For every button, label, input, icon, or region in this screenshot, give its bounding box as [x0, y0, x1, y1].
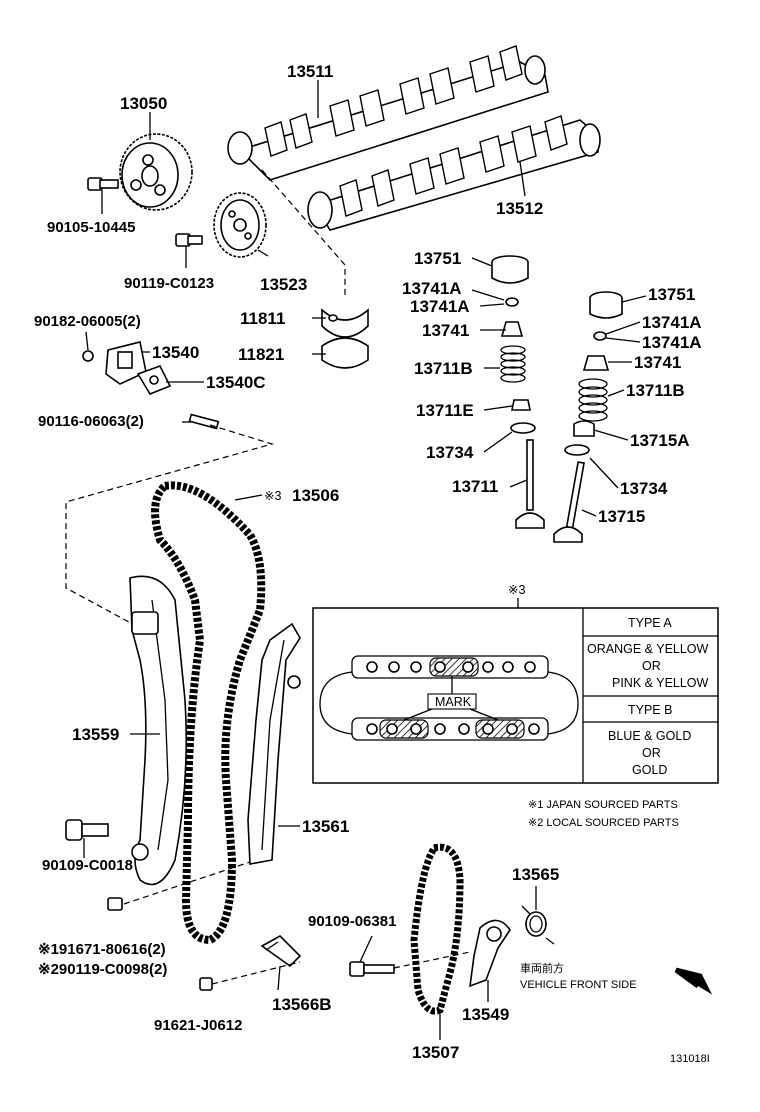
label-13734-right: 13734: [620, 479, 668, 498]
vehicle-front-label-jp: 車両前方: [520, 961, 564, 975]
label-13751-left: 13751: [414, 249, 461, 268]
camshaft-13512: [307, 115, 601, 231]
label-13711: 13711: [452, 477, 498, 496]
type-a-line3: PINK & YELLOW: [612, 676, 709, 690]
label-13506: 13506: [292, 486, 339, 505]
label-13540c: 13540C: [206, 373, 266, 392]
type-a-header: TYPE A: [628, 616, 672, 630]
type-b-line1: BLUE & GOLD: [608, 729, 691, 743]
label-13741a-right-1: 13741A: [642, 313, 702, 332]
label-13741a-right-2: 13741A: [642, 333, 702, 352]
type-b-line2: OR: [642, 746, 661, 760]
label-13715: 13715: [598, 507, 645, 526]
chain-upper-links: [351, 655, 549, 679]
bearing-11811: [321, 308, 369, 338]
label-13512: 13512: [496, 199, 543, 218]
label-91671-80616: ※191671-80616(2): [38, 941, 166, 958]
vehicle-front-arrow-icon: [674, 967, 713, 995]
bolt-90109-06381: [349, 961, 395, 977]
leader-lines: [83, 80, 647, 1040]
label-13741a-left-1: 13741A: [402, 279, 462, 298]
ref-line-camshaft: [261, 169, 346, 298]
label-13711e: 13711E: [416, 401, 474, 420]
label-13741-left: 13741: [422, 321, 469, 340]
label-90182-06005: 90182-06005(2): [34, 313, 141, 330]
label-13559: 13559: [72, 725, 119, 744]
label-13050: 13050: [120, 94, 167, 113]
ref-line-bolt-91671: [123, 861, 251, 905]
label-90119-c0098: ※290119-C0098(2): [38, 961, 167, 978]
label-13565: 13565: [512, 865, 559, 884]
type-b-line3: GOLD: [632, 763, 667, 777]
label-13511: 13511: [287, 62, 333, 81]
type-b-header: TYPE B: [628, 703, 672, 717]
bolt-90109-c0018: [65, 819, 109, 841]
valve-train-left: [491, 255, 545, 529]
camshaft-13511: [227, 45, 549, 181]
chain-mark-inset: ※3: [312, 583, 719, 784]
valve-train-right: [553, 291, 623, 543]
chain-tensioner-13540: [82, 341, 147, 385]
label-13506-mark: ※3: [264, 489, 281, 503]
mark-label: MARK: [435, 695, 472, 709]
label-13741-right: 13741: [634, 353, 681, 372]
spring-13565: [521, 905, 555, 945]
chain-guide-13561: [247, 622, 301, 865]
vvt-gear-13050: [119, 133, 193, 211]
bearing-11821: [321, 337, 369, 369]
note-japan-sourced: ※1 JAPAN SOURCED PARTS: [528, 799, 678, 811]
label-13523: 13523: [260, 275, 307, 294]
label-11821: 11821: [238, 345, 284, 364]
sprocket-13523: [213, 192, 267, 258]
type-a-line1: ORANGE & YELLOW: [587, 642, 709, 656]
chain-tensioner-13549: [469, 919, 511, 988]
label-13711b-right: 13711B: [626, 381, 685, 400]
chain-lower-links: [351, 717, 549, 741]
label-90109-c0018: 90109-C0018: [42, 857, 133, 874]
label-90116-06063: 90116-06063(2): [38, 413, 144, 430]
label-13566b: 13566B: [272, 995, 332, 1014]
ref-line-bolt-90109-06381: [393, 951, 471, 969]
label-13734-left: 13734: [426, 443, 474, 462]
label-13549: 13549: [462, 1005, 509, 1024]
bolt-90119-upper: [175, 233, 203, 247]
gasket-13540C: [136, 365, 172, 395]
label-13561: 13561: [302, 817, 349, 836]
label-13507: 13507: [412, 1043, 459, 1062]
label-13715a: 13715A: [630, 431, 690, 450]
type-a-line2: OR: [642, 659, 661, 673]
diagram-id: 131018I: [670, 1053, 710, 1065]
label-91621-j0612: 91621-J0612: [154, 1017, 242, 1034]
label-90109-06381: 90109-06381: [308, 913, 396, 930]
ref-line-bolt-91621: [211, 961, 301, 985]
label-11811: 11811: [240, 309, 285, 328]
chain-slipper-13559: [129, 575, 188, 886]
vehicle-front-label-en: VEHICLE FRONT SIDE: [520, 979, 637, 991]
inset-ref-mark: ※3: [508, 583, 525, 597]
damper-13566b: [260, 935, 302, 968]
bolt-90105: [87, 177, 119, 191]
oil-pump-chain-13507: [410, 843, 464, 1015]
label-90119-c0123: 90119-C0123: [124, 275, 214, 292]
timing-chain-13506: [151, 481, 266, 945]
bolt-91671: [107, 897, 123, 911]
label-13540: 13540: [152, 343, 199, 362]
label-13711b-left: 13711B: [414, 359, 473, 378]
ref-line-tensioner: [65, 424, 275, 629]
bolt-91621: [199, 977, 213, 991]
label-13751-right: 13751: [648, 285, 695, 304]
label-13741a-left-2: 13741A: [410, 297, 470, 316]
label-90105-10445: 90105-10445: [47, 219, 135, 236]
note-local-sourced: ※2 LOCAL SOURCED PARTS: [528, 817, 679, 829]
